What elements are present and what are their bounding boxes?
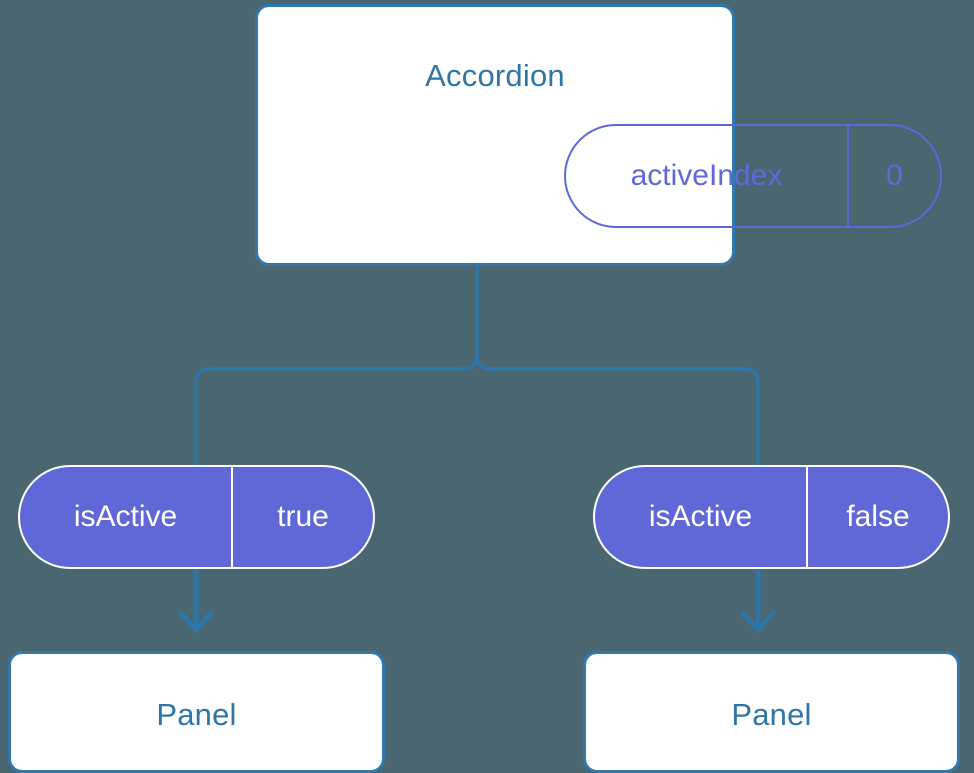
prop-pill-key: isActive	[595, 467, 808, 567]
node-panel-left[interactable]: Panel	[8, 651, 385, 773]
prop-pill-isactive-true[interactable]: isActive true	[18, 465, 375, 569]
edge-branch-left	[194, 353, 479, 467]
prop-pill-value: true	[277, 500, 329, 533]
arrow-right	[740, 569, 776, 633]
prop-pill-isactive-false[interactable]: isActive false	[593, 465, 950, 569]
state-pill-value: 0	[886, 159, 903, 192]
panel-title: Panel	[156, 697, 237, 732]
accordion-title: Accordion	[425, 58, 565, 93]
state-pill-key: activeIndex	[566, 126, 849, 226]
arrow-left	[178, 569, 214, 633]
edge-branch-right	[475, 353, 760, 467]
node-panel-right[interactable]: Panel	[583, 651, 960, 773]
panel-title: Panel	[731, 697, 812, 732]
prop-pill-key: isActive	[20, 467, 233, 567]
state-pill-activeindex[interactable]: activeIndex 0	[564, 124, 942, 228]
node-accordion[interactable]: Accordion activeIndex 0	[255, 4, 942, 266]
prop-pill-value: false	[846, 500, 910, 533]
